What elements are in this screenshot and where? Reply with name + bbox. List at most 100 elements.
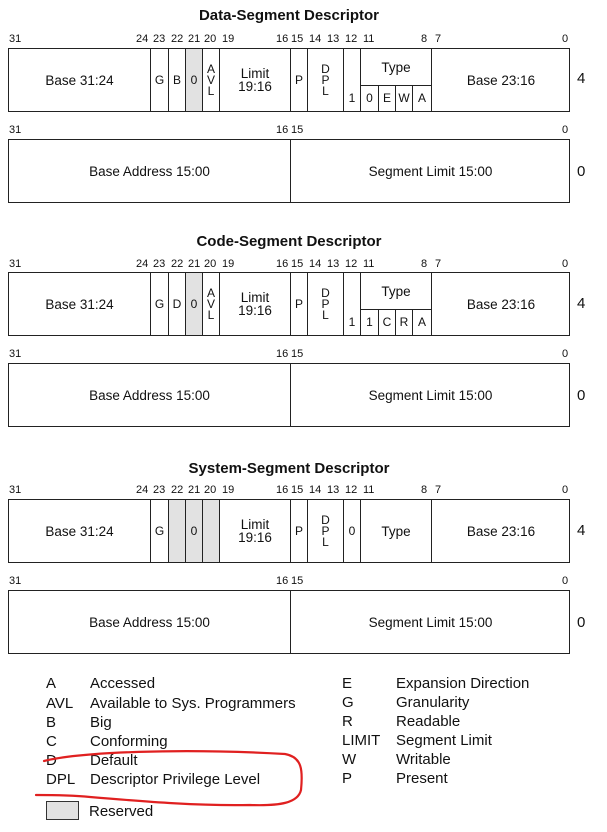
limit-range: 19:16 xyxy=(238,303,272,318)
legend-desc: Expansion Direction xyxy=(396,675,530,692)
legend-abbr: D xyxy=(46,752,57,769)
reserved-label: Reserved xyxy=(89,803,154,820)
legend-desc: Default xyxy=(90,752,138,769)
bit-label: 11 xyxy=(363,258,375,270)
bit-label: 19 xyxy=(222,484,235,496)
limit-19-16-field: Limit 19:16 xyxy=(219,500,290,562)
legend-abbr: DPL xyxy=(46,771,76,788)
byte-offset: 4 xyxy=(577,295,586,312)
bit-label: 0 xyxy=(562,348,569,360)
type-bit: A xyxy=(412,86,431,111)
bit-label: 31 xyxy=(9,348,22,360)
p-bit: P xyxy=(290,500,307,562)
bit-label: 15 xyxy=(291,258,304,270)
type-label: Type xyxy=(361,273,431,310)
segment-limit-15-00-field: Segment Limit 15:00 xyxy=(290,591,570,653)
dpl-letter: D xyxy=(321,512,330,527)
bit-label: 24 xyxy=(136,33,149,45)
legend-desc: Present xyxy=(396,770,448,787)
base-23-16-field: Base 23:16 xyxy=(431,273,570,335)
dpl-letter: L xyxy=(322,534,329,549)
avl-letter: L xyxy=(207,307,215,322)
type-bit: E xyxy=(378,86,395,111)
bit-label: 0 xyxy=(562,484,569,496)
bit-label: 23 xyxy=(153,258,166,270)
bit-label: 15 xyxy=(291,348,304,360)
limit-range: 19:16 xyxy=(238,79,272,94)
legend-desc: Accessed xyxy=(90,675,156,692)
bit-label: 8 xyxy=(421,484,428,496)
descriptor-title: Data-Segment Descriptor xyxy=(198,7,380,24)
base-23-16-field: Base 23:16 xyxy=(431,49,570,111)
g-bit: G xyxy=(150,500,168,562)
bit-label: 31 xyxy=(9,124,22,136)
bit-label: 20 xyxy=(204,33,217,45)
legend-desc: Writable xyxy=(396,751,451,768)
bit-label: 19 xyxy=(222,33,235,45)
legend-abbr: AVL xyxy=(46,695,74,712)
avl-letter: V xyxy=(206,296,215,311)
dpl-letter: L xyxy=(322,83,329,98)
bit-label: 31 xyxy=(9,33,22,45)
legend-abbr: R xyxy=(342,713,353,730)
bit-label: 13 xyxy=(327,258,340,270)
legend-abbr: E xyxy=(342,675,353,692)
base-address-15-00-field: Base Address 15:00 xyxy=(89,163,210,179)
segment-limit-15-00-field: Segment Limit 15:00 xyxy=(290,364,570,426)
base-23-16-field: Base 23:16 xyxy=(431,500,570,562)
limit-19-16-field: Limit 19:16 xyxy=(219,49,290,111)
dpl-field: D P L xyxy=(307,273,343,335)
bit-label: 12 xyxy=(345,258,358,270)
dpl-field: D P L xyxy=(307,500,343,562)
dpl-field: D P L xyxy=(307,49,343,111)
type-field: Type 1 C R A xyxy=(360,273,431,335)
reserved-bit xyxy=(168,500,185,562)
descriptor-title: Code-Segment Descriptor xyxy=(196,233,382,250)
segment-limit-15-00-field: Segment Limit 15:00 xyxy=(290,140,570,202)
byte-offset: 0 xyxy=(577,387,586,404)
p-bit: P xyxy=(290,49,307,111)
upper-dword: Base 31:24 G D 0 A V L Limit 19:16 P D P… xyxy=(8,272,570,336)
type-bit: W xyxy=(395,86,412,111)
bit-label: 21 xyxy=(188,33,201,45)
bit-label: 8 xyxy=(421,258,428,270)
reserved-bit xyxy=(202,500,219,562)
bit-label: 12 xyxy=(345,484,358,496)
bit-label: 31 xyxy=(9,484,22,496)
base-31-24-field: Base 31:24 xyxy=(45,523,114,539)
upper-dword: Base 31:24 G B 0 A V L Limit 19:16 P D P… xyxy=(8,48,570,112)
bit-label: 16 xyxy=(276,33,289,45)
legend-desc: Readable xyxy=(396,713,461,730)
base-31-24-field: Base 31:24 xyxy=(45,296,114,312)
b-bit: B xyxy=(168,49,185,111)
avl-letter: A xyxy=(206,285,215,300)
avl-bit: A V L xyxy=(202,273,219,335)
bit-label: 23 xyxy=(153,33,166,45)
bit-label: 7 xyxy=(435,258,442,270)
reserved-zero-bit: 0 xyxy=(185,273,202,335)
bit-label: 16 xyxy=(276,258,289,270)
avl-letter: L xyxy=(207,83,215,98)
type-bit: R xyxy=(395,310,412,335)
s-bit: 0 xyxy=(343,500,360,562)
base-address-15-00-field: Base Address 15:00 xyxy=(89,614,210,630)
s-bit: 1 xyxy=(343,49,360,111)
bit-label: 16 xyxy=(276,484,289,496)
lower-dword: Base Address 15:00 Segment Limit 15:00 xyxy=(8,590,570,654)
legend-desc: Available to Sys. Programmers xyxy=(90,695,296,712)
dpl-letter: P xyxy=(321,296,330,311)
bit-label: 24 xyxy=(136,484,149,496)
byte-offset: 4 xyxy=(577,70,586,87)
bit-label: 14 xyxy=(309,33,322,45)
bit-label: 21 xyxy=(188,258,201,270)
byte-offset: 0 xyxy=(577,163,586,180)
limit-label: Limit xyxy=(240,66,270,81)
type-bit: 0 xyxy=(366,91,373,105)
upper-dword: Base 31:24 G 0 Limit 19:16 P D P L 0 Typ… xyxy=(8,499,570,563)
bit-label: 13 xyxy=(327,484,340,496)
bit-label: 15 xyxy=(291,484,304,496)
bit-label: 22 xyxy=(171,258,184,270)
dpl-letter: P xyxy=(321,523,330,538)
lower-dword: Base Address 15:00 Segment Limit 15:00 xyxy=(8,363,570,427)
bit-label: 16 xyxy=(276,348,289,360)
